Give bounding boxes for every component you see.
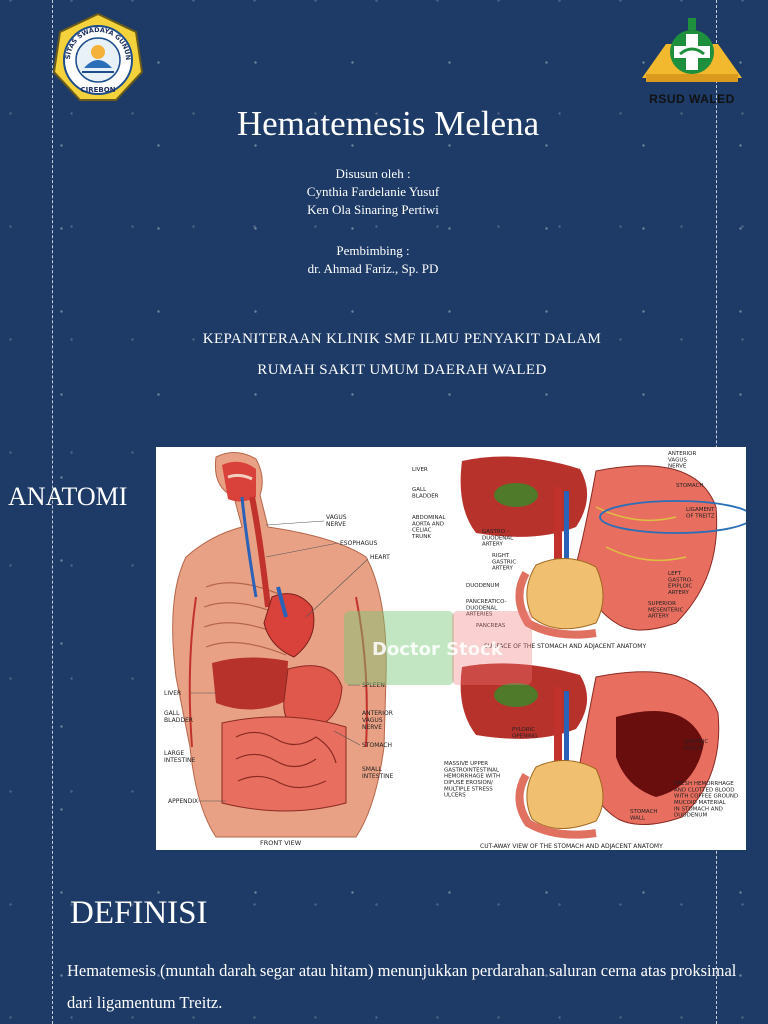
university-seal-icon: UNIVERSITAS SWADAYA GUNUNG DJATI CIREBON xyxy=(49,6,144,101)
label-pancreaticoduodenal: PANCREATICO-DUODENALARTERIES xyxy=(466,599,507,618)
definition-heading: DEFINISI xyxy=(70,895,208,931)
supervisor-block: Pembimbing : dr. Ahmad Fariz., Sp. PD xyxy=(0,242,746,278)
label-appendix: APPENDIX xyxy=(168,798,198,805)
university-logo: UNIVERSITAS SWADAYA GUNUNG DJATI CIREBON xyxy=(49,6,144,104)
author-name-2: Ken Ola Sinaring Pertiwi xyxy=(307,202,439,217)
definition-text: Hematemesis (muntah darah segar atau hit… xyxy=(67,961,737,1012)
label-liver-front: LIVER xyxy=(164,690,181,697)
caption-surface-view: SURFACE OF THE STOMACH AND ADJACENT ANAT… xyxy=(484,643,646,650)
label-esophagus: ESOPHAGUS xyxy=(340,540,377,547)
watermark-text: Doctor Stock xyxy=(372,639,504,660)
authors-block: Disusun oleh : Cynthia Fardelanie Yusuf … xyxy=(0,165,746,219)
page-title: Hematemesis Melena xyxy=(236,104,540,143)
supervisor-heading: Pembimbing : xyxy=(336,243,410,258)
label-heart: HEART xyxy=(370,554,390,561)
left-dashed-border xyxy=(52,0,53,1024)
label-stomach-surface: STOMACH xyxy=(676,483,704,489)
authors-heading: Disusun oleh : xyxy=(335,166,411,181)
surface-view xyxy=(460,456,746,639)
label-spleen: SPLEEN xyxy=(362,682,385,689)
cutaway-view xyxy=(460,663,720,839)
seal-city-text: CIREBON xyxy=(80,86,115,94)
hospital-cross-icon xyxy=(642,18,742,82)
front-view-body xyxy=(172,452,387,838)
department-line-1: KEPANITERAAN KLINIK SMF ILMU PENYAKIT DA… xyxy=(202,331,602,347)
caption-cutaway-view: CUT-AWAY VIEW OF THE STOMACH AND ADJACEN… xyxy=(480,843,663,850)
caption-front-view: FRONT VIEW xyxy=(260,839,302,847)
supervisor-name: dr. Ahmad Fariz., Sp. PD xyxy=(307,261,439,276)
label-liver-surface: LIVER xyxy=(412,467,428,473)
author-name-1: Cynthia Fardelanie Yusuf xyxy=(306,184,440,199)
anatomy-heading: ANATOMI xyxy=(8,482,128,511)
label-duodenum: DUODENUM xyxy=(466,583,499,589)
watermark: Doctor Stock xyxy=(344,611,532,685)
treitz-highlight-ellipse xyxy=(599,500,746,534)
label-pancreas: PANCREAS xyxy=(476,623,506,629)
hospital-logo-label: RSUD WALED xyxy=(649,92,735,106)
department-line-2: RUMAH SAKIT UMUM DAERAH WALED xyxy=(257,362,547,378)
label-stomach-front: STOMACH xyxy=(362,742,392,749)
hospital-logo: RSUD WALED xyxy=(636,14,748,106)
